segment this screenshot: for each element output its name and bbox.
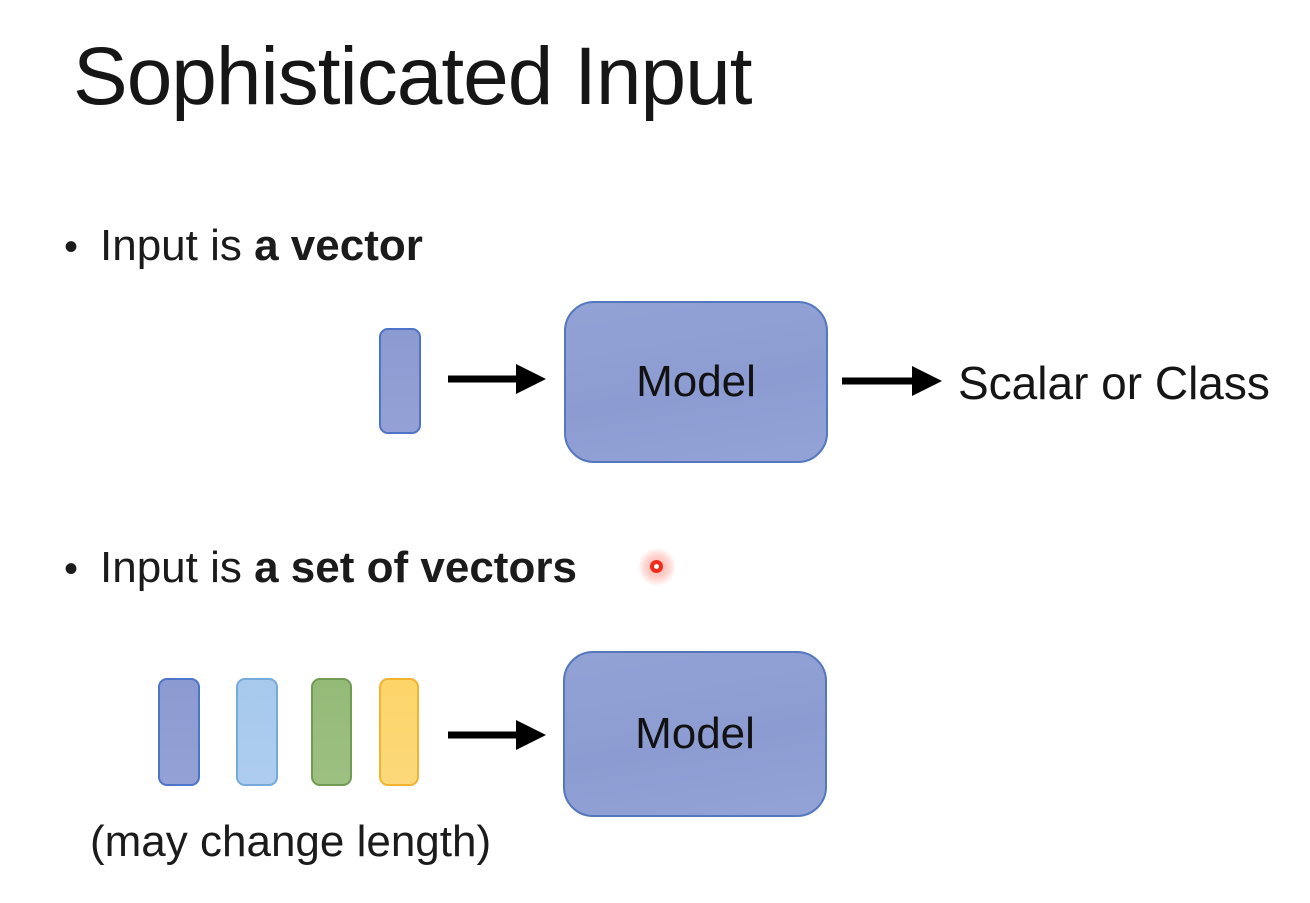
arrow-vectors-to-model-icon [448,720,546,750]
laser-pointer-dot [638,548,676,586]
bullet-text-prefix: Input is [100,221,255,270]
model-label: Model [635,709,755,758]
set-vector-lightblue [236,678,278,786]
may-change-length-caption: (may change length) [90,817,492,866]
bullet-item-input-is-a-vector: • Input is a vector [64,220,423,273]
bullet-marker: • [64,547,79,591]
output-label: Scalar or Class [958,357,1270,409]
bullet-text: Input is a set of vectors [100,542,577,594]
model-box-2: Model [563,651,827,817]
arrow-model-to-output-icon [842,366,942,396]
slide-title: Sophisticated Input [73,31,752,122]
bullet-text-prefix: Input is [100,543,255,592]
set-vector-green [311,678,352,786]
model-box-1: Model [564,301,828,463]
input-vector-blue [379,328,421,434]
bullet-text: Input is a vector [100,220,423,272]
bullet-marker: • [64,225,79,269]
model-label: Model [636,357,756,406]
bullet-text-bold: a vector [254,221,423,270]
arrow-input-to-model-icon [448,364,546,394]
bullet-item-input-is-a-set-of-vectors: • Input is a set of vectors [64,542,577,595]
set-vector-yellow [379,678,419,786]
bullet-text-bold: a set of vectors [254,543,577,592]
laser-pointer-ring [650,560,663,573]
set-vector-blue [158,678,200,786]
